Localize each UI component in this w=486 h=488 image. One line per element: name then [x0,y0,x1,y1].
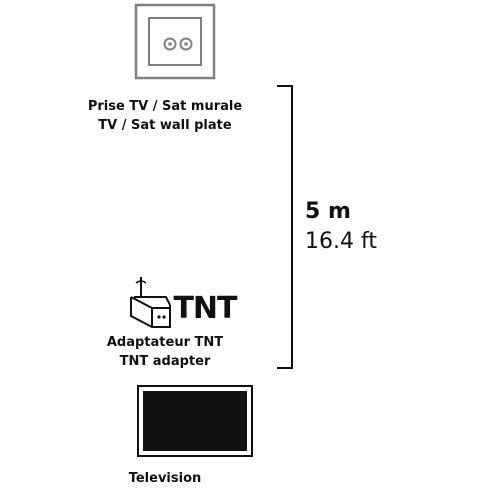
distance-label: 5 m 16.4 ft [305,197,377,257]
television-icon [137,385,253,457]
adapter-label: Adaptateur TNT TNT adapter [85,333,245,371]
television-label: Television [128,471,202,486]
tv-sat-wall-plate-icon [134,3,216,80]
tnt-logo-text: TNT [173,291,238,326]
distance-metric: 5 m [305,199,351,224]
tnt-adapter-icon [130,277,171,328]
adapter-label-en: TNT adapter [119,354,211,369]
wall-plate-label: Prise TV / Sat murale TV / Sat wall plat… [75,97,255,135]
adapter-label-fr: Adaptateur TNT [106,335,224,350]
wall-plate-label-en: TV / Sat wall plate [98,118,232,133]
distance-imperial: 16.4 ft [305,229,377,254]
wall-plate-label-fr: Prise TV / Sat murale [87,99,243,114]
distance-bracket [277,85,293,369]
